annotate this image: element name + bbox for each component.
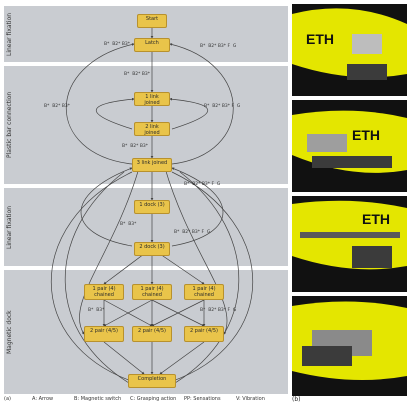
edge-label: B* B3* [120,222,137,227]
edge-label: B* B2* B3* [104,42,131,47]
edge [169,43,234,165]
node-join3: 3 link joined [132,158,172,172]
legend-item: B: Magnetic switch [74,396,122,402]
node-dock-1: 1 dock (3) [134,200,170,214]
node-completion: Completion [128,374,176,388]
edge [80,167,133,247]
edge [171,167,224,247]
edge-label: B* B3* [88,308,105,313]
legend-item: V: Vibration [236,396,265,402]
edge [169,171,240,387]
edge [64,171,135,387]
edge [51,171,135,383]
legend-item: A: Arrow [32,396,54,402]
edge-label: B* B2* B3* F G [204,104,241,109]
node-pair-6: 2 pair (4/5) [184,326,224,342]
diagram-panel-a: Linear fixation Plastic bar connection L… [4,4,288,396]
photo-2: ETH [292,100,407,192]
brand-text: ETH [306,31,334,47]
edge [159,253,205,285]
edge [96,97,135,130]
edge [159,341,205,375]
brand-text: ETH [352,127,380,143]
edge [151,299,205,327]
edge-label: B* B2* B3* F G [184,182,221,187]
node-pair-1: 1 pair (4) chained [84,284,124,300]
node-pair-5: 2 pair (4/5) [132,326,172,342]
node-pair-4: 2 pair (4/5) [84,326,124,342]
photo-1: ETH [292,4,407,96]
legend-item: C: Grasping action [130,396,177,402]
edge-label: B* B2* B3* [124,72,151,77]
photo-4 [292,296,407,396]
brand-text: ETH [362,211,390,227]
photo-3: ETH [292,196,407,292]
diagram-edges [51,28,253,387]
panel-label-a: (a) [4,396,11,402]
node-start: Start [137,14,167,28]
edge [103,253,145,285]
edge [164,167,228,335]
node-dock-2: 2 dock (3) [134,242,170,256]
node-pair-3: 1 pair (4) chained [184,284,224,300]
edge [103,341,145,375]
edge-label: B* B2* B3* F G [174,230,211,235]
node-join2: 2 link joined [134,122,170,136]
edge [66,43,135,165]
edge [79,167,140,335]
helmet-photo-illustration [292,296,407,396]
legend-item: PP: Sensations [184,396,221,402]
edge [103,299,153,327]
helmet-photo-illustration: ETH [292,4,407,96]
node-join1: 1 link joined [134,92,170,106]
legend: (a) A: Arrow B: Magnetic switch C: Grasp… [4,396,288,405]
helmet-photo-illustration: ETH [292,196,407,292]
edge [169,97,208,130]
edge-label: B* B2* B3* F G [200,308,237,313]
edge [169,171,253,383]
panel-label-b: (b) [292,396,301,403]
edge-label: B* B2* B3* F G [200,44,237,49]
edge-label: B* B2* B3* [122,144,149,149]
edge-label: B* B2* B3* [44,104,71,109]
helmet-photo-illustration: ETH [292,100,407,192]
node-latch: Latch [134,38,170,52]
node-pair-2: 1 pair (4) chained [132,284,172,300]
